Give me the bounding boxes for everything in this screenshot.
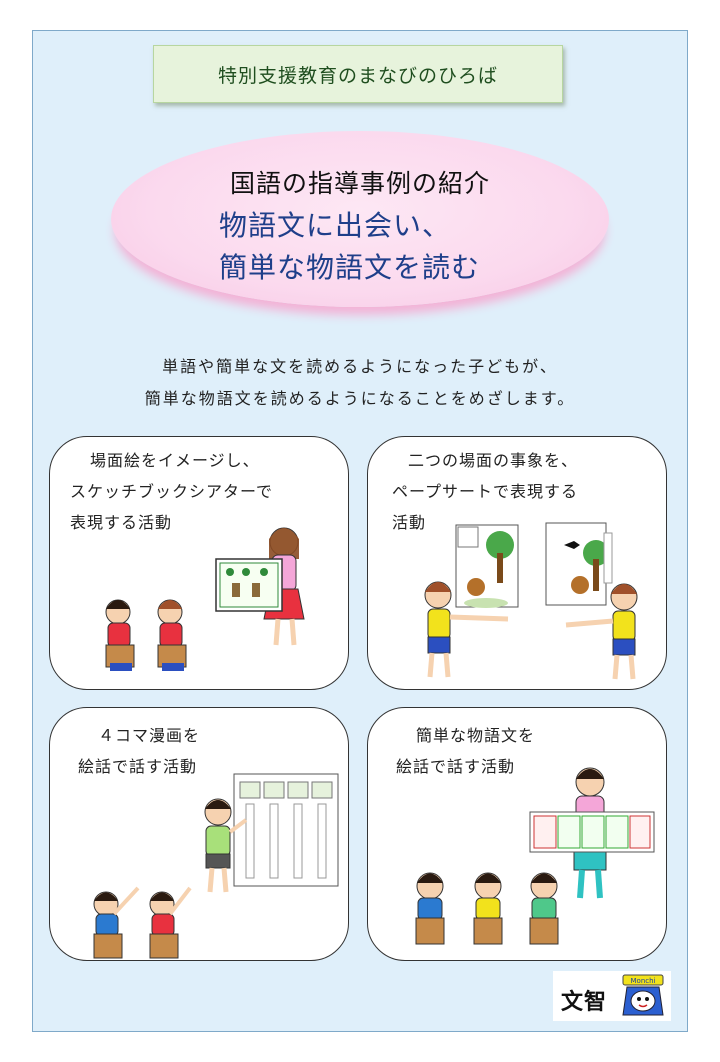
panel-line: 簡単な物語文を <box>416 726 536 745</box>
panel-line: 場面絵をイメージし、 <box>90 451 260 470</box>
panel-text: 絵話で話す活動 <box>396 751 515 782</box>
page-title: 国語の指導事例の紹介 <box>229 169 490 198</box>
activity-panel-four-panel-comic: ４コマ漫画を 絵話で話す活動 <box>49 707 349 961</box>
panel-line: ４コマ漫画を <box>98 726 201 745</box>
panel-line: 二つの場面の事象を、 <box>408 451 579 470</box>
panel-text: 場面絵をイメージし、 <box>90 445 260 476</box>
mascot-label: Monchi <box>631 977 656 985</box>
panel-text: スケッチブックシアターで 表現する活動 <box>70 476 273 538</box>
activity-panel-sketchbook: 場面絵をイメージし、 スケッチブックシアターで 表現する活動 <box>49 436 349 690</box>
title-oval: 国語の指導事例の紹介 物語文に出会い、 簡単な物語文を読む <box>111 131 609 307</box>
monchi-mascot-icon: Monchi <box>622 974 664 1016</box>
panel-line: ペープサートで表現する <box>392 482 579 501</box>
activity-panel-paper-puppet: 二つの場面の事象を、 ペープサートで表現する 活動 <box>367 436 667 690</box>
panel-line: 表現する活動 <box>70 513 173 532</box>
panel-text: ４コマ漫画を <box>98 720 200 751</box>
panel-line: 活動 <box>392 513 427 532</box>
site-banner: 特別支援教育のまなびのひろば <box>153 45 563 103</box>
panel-text: ペープサートで表現する 活動 <box>392 476 578 538</box>
intro-line-1: 単語や簡単な文を読めるようになった子どもが、 <box>162 357 558 376</box>
panel-line: 絵話で話す活動 <box>78 757 198 776</box>
page-subtitle: 物語文に出会い、 簡単な物語文を読む <box>219 205 480 289</box>
subtitle-line-1: 物語文に出会い、 <box>219 209 452 242</box>
panel-line: スケッチブックシアターで <box>70 482 274 501</box>
panel-text: 絵話で話す活動 <box>78 751 197 782</box>
panel-text: 二つの場面の事象を、 <box>408 445 578 476</box>
activity-panel-story-picture-talk: 簡単な物語文を 絵話で話す活動 <box>367 707 667 961</box>
intro-line-2: 簡単な物語文を読めるようになることをめざします。 <box>144 389 576 408</box>
monchi-logo: 文智 Monchi <box>553 971 671 1021</box>
paper-puppet-illustration <box>424 522 638 680</box>
four-panel-comic-illustration <box>93 773 339 959</box>
intro-text: 単語や簡単な文を読めるようになった子どもが、 簡単な物語文を読めるようになること… <box>33 351 687 415</box>
story-picture-talk-illustration <box>415 767 655 945</box>
poster-frame: 特別支援教育のまなびのひろば 国語の指導事例の紹介 物語文に出会い、 簡単な物語… <box>32 30 688 1032</box>
sketchbook-theater-illustration <box>105 527 305 671</box>
subtitle-line-2: 簡単な物語文を読む <box>219 251 481 284</box>
panel-text: 簡単な物語文を <box>416 720 535 751</box>
panel-line: 絵話で話す活動 <box>396 757 516 776</box>
banner-title: 特別支援教育のまなびのひろば <box>217 64 498 87</box>
logo-text: 文智 <box>561 990 608 1015</box>
